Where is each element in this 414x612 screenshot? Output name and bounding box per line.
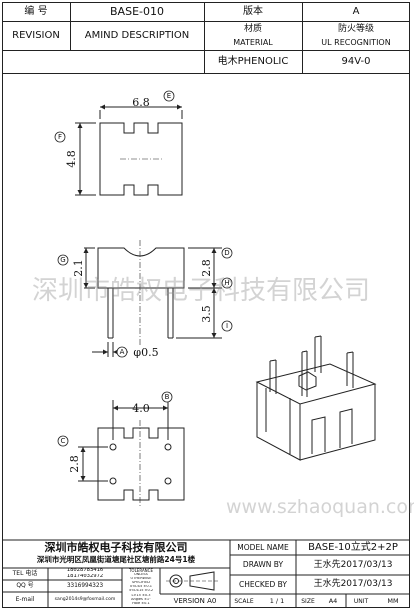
isometric-view	[255, 335, 377, 461]
material-label-en: MATERIAL	[233, 37, 273, 47]
email-label: E-mail	[15, 596, 35, 603]
callout-e-circle	[163, 90, 175, 102]
company-address: 深圳市光明区凤凰街道塘尾社区塘前路24号1楼	[36, 555, 196, 565]
title-block-grid	[2, 539, 410, 608]
callout-c: C	[60, 436, 66, 445]
qq-value: 3316994323	[66, 582, 104, 589]
callout-d: D	[224, 248, 230, 257]
callout-b-circle	[161, 391, 173, 403]
flame-label-en: UL RECOGNITION	[321, 37, 391, 47]
callout-a-circle	[116, 346, 128, 358]
code-value: BASE-010	[110, 5, 164, 18]
scale-label: SCALE	[234, 597, 254, 605]
tolerance-title: TOLERANCE	[128, 568, 153, 573]
callout-c-circle	[57, 435, 69, 447]
qq-label: QQ 号	[16, 582, 34, 589]
tolerance-otherwise: OTHERWISE	[130, 577, 152, 581]
material-value: 电木PHENOLIC	[217, 55, 289, 67]
version-label: 版本	[243, 5, 263, 17]
dim-pin-diameter: φ0.5	[133, 346, 159, 358]
tel-number-2: 18174032972	[66, 574, 104, 580]
flame-label-cn: 防火等级	[337, 24, 374, 34]
size-label: SIZE	[301, 597, 315, 605]
top-view	[75, 104, 183, 196]
drawn-by-value: 王水先2017/03/13	[313, 559, 393, 570]
amind-description-label: AMIND DESCRIPTION	[84, 29, 190, 41]
unit-label: UNIT	[353, 597, 369, 605]
code-label: 编 号	[24, 5, 48, 17]
tolerance-row-5: Hole ±0.1	[132, 602, 150, 606]
unit-value: MM	[387, 597, 399, 606]
callout-f-circle	[54, 131, 66, 143]
callout-i-circle	[221, 320, 233, 332]
dim-height: 4.8	[65, 150, 77, 168]
side-view	[83, 240, 222, 357]
dim-width: 6.8	[132, 96, 150, 108]
tolerance-row-3: L>15 ±0.3	[131, 594, 151, 598]
revision-label: REVISION	[12, 29, 60, 41]
version-a0: VERSION A0	[173, 596, 217, 605]
projection-symbol	[166, 571, 218, 591]
tolerance-row-2: 5<L≤15 ±0.2	[128, 589, 154, 593]
dim-pitch: 4.0	[132, 402, 150, 414]
material-label-cn: 材质	[243, 24, 262, 34]
callout-h: H	[224, 278, 230, 287]
dim-pin-length: 3.5	[200, 305, 212, 323]
tel-label: TEL 电话	[12, 570, 38, 577]
scale-value: 1 / 1	[269, 597, 285, 606]
checked-by-value: 王水先2017/03/13	[313, 579, 393, 589]
callout-f: F	[57, 132, 63, 141]
version-value: A	[352, 5, 360, 17]
callout-g-circle	[57, 254, 69, 266]
callout-b: B	[164, 392, 170, 401]
callout-g: G	[60, 255, 66, 264]
size-value: A4	[328, 597, 338, 606]
dim-bottom-height: 2.8	[68, 455, 80, 473]
flame-value: 94V-0	[341, 55, 371, 67]
dim-upper: 2.1	[72, 259, 84, 277]
company-name: 深圳市皓权电子科技有限公司	[44, 541, 188, 554]
model-name-label: MODEL NAME	[237, 542, 289, 552]
sheet-border	[2, 2, 410, 608]
tolerance-row-4: Angles ±1°	[131, 598, 151, 602]
tolerance-unless: UNLESS	[134, 573, 148, 577]
tolerance-row-1: 0<L≤5 ±0.1	[130, 585, 152, 589]
drawn-by-label: DRAWN BY	[242, 560, 284, 570]
tel-number-1: 18028783416	[66, 568, 104, 574]
dim-body: 2.8	[200, 259, 212, 277]
checked-by-label: CHECKED BY	[239, 579, 287, 589]
email-value[interactable]: sang2014s9@foxmail.com	[54, 596, 116, 602]
model-name-value: BASE-10立式2+2P	[308, 541, 398, 553]
tolerance-specified: SPECIFIED	[132, 581, 150, 585]
callout-h-circle	[221, 277, 233, 289]
bottom-view	[78, 400, 185, 508]
callout-i: I	[225, 321, 229, 330]
callout-d-circle	[221, 247, 233, 259]
callout-e: E	[166, 91, 172, 100]
callout-a: A	[119, 347, 125, 356]
